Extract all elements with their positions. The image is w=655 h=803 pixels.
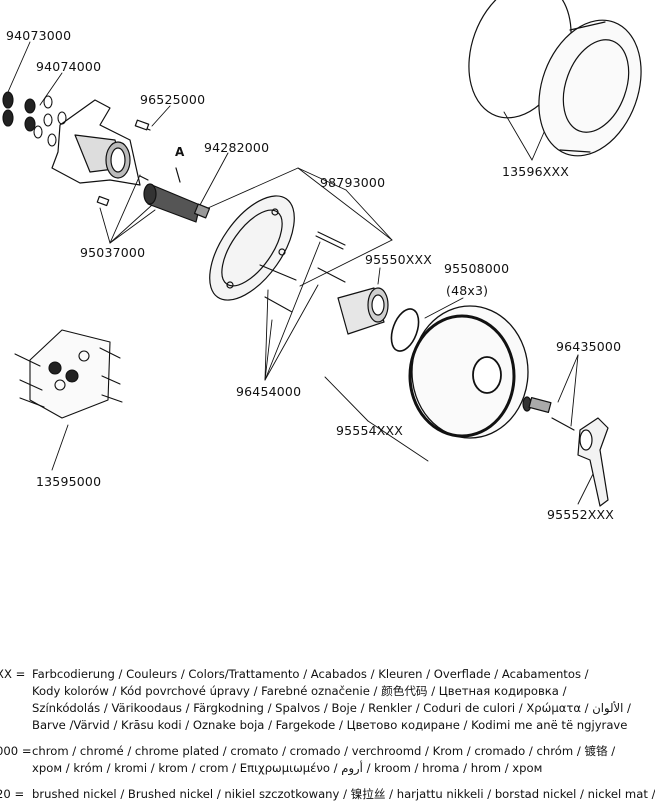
legend-line: Barve /Värvid / Krāsu kodi / Oznake boja… bbox=[32, 718, 628, 732]
valve-body bbox=[51, 99, 151, 186]
mounting-plate bbox=[209, 195, 295, 301]
part-label-95552xxx: 95552XXX bbox=[547, 507, 615, 522]
part-label-a: A bbox=[175, 145, 185, 159]
part-label-95037000: 95037000 bbox=[80, 245, 146, 260]
part-label-95508000-size: (48x3) bbox=[446, 283, 489, 298]
check-valve-parts bbox=[2, 91, 67, 147]
exploded-parts-diagram bbox=[2, 0, 642, 507]
handle-adapter bbox=[522, 396, 575, 431]
legend-text-xx: Farbcodierung / Couleurs / Colors/Tratta… bbox=[32, 666, 631, 734]
rough-in-guard bbox=[14, 329, 123, 419]
lever-handle bbox=[577, 417, 609, 507]
part-label-98793000: 98793000 bbox=[320, 175, 386, 190]
part-label-96435000: 96435000 bbox=[556, 339, 622, 354]
part-label-94074000: 94074000 bbox=[36, 59, 102, 74]
part-label-94282000: 94282000 bbox=[204, 140, 270, 155]
screws-96454000 bbox=[259, 231, 346, 313]
thermostatic-cartridge bbox=[96, 167, 211, 223]
plaster-guard bbox=[468, 0, 642, 157]
legend-key-000: 000 = bbox=[0, 744, 32, 758]
part-label-13596xxx: 13596XXX bbox=[502, 164, 570, 179]
legend-key-820: 20 = bbox=[0, 787, 25, 801]
extension-sleeve bbox=[337, 287, 389, 335]
legend-line: Kody kolorów / Kód povrchové úpravy / Fa… bbox=[32, 684, 567, 698]
part-label-96454000: 96454000 bbox=[236, 384, 302, 399]
part-label-95554xxx: 95554XXX bbox=[336, 423, 404, 438]
legend-line: brushed nickel / Brushed nickel / nikiel… bbox=[32, 787, 655, 801]
part-label-95550xxx: 95550XXX bbox=[365, 252, 433, 267]
part-label-94073000: 94073000 bbox=[6, 28, 72, 43]
assembly-bracket-98793000 bbox=[297, 167, 393, 241]
legend-line: Farbcodierung / Couleurs / Colors/Tratta… bbox=[32, 667, 589, 681]
legend-text-820: brushed nickel / Brushed nickel / nikiel… bbox=[32, 786, 655, 803]
legend-text-000: chrom / chromé / chrome plated / cromato… bbox=[32, 743, 615, 777]
trim-plate bbox=[408, 305, 529, 439]
legend-line: хром / króm / kromi / krom / crom / Επιχ… bbox=[32, 761, 543, 775]
o-ring bbox=[390, 308, 420, 352]
leader-lines bbox=[7, 41, 596, 505]
color-code-legend: XX = Farbcodierung / Couleurs / Colors/T… bbox=[0, 666, 655, 801]
part-label-96525000: 96525000 bbox=[140, 92, 206, 107]
legend-line: Színkódolás / Värikoodaus / Färgkodning … bbox=[32, 701, 631, 715]
part-label-13595000: 13595000 bbox=[36, 474, 102, 489]
legend-line: chrom / chromé / chrome plated / cromato… bbox=[32, 744, 616, 758]
legend-key-xx: XX = bbox=[0, 667, 26, 681]
part-label-95508000: 95508000 bbox=[444, 261, 510, 276]
